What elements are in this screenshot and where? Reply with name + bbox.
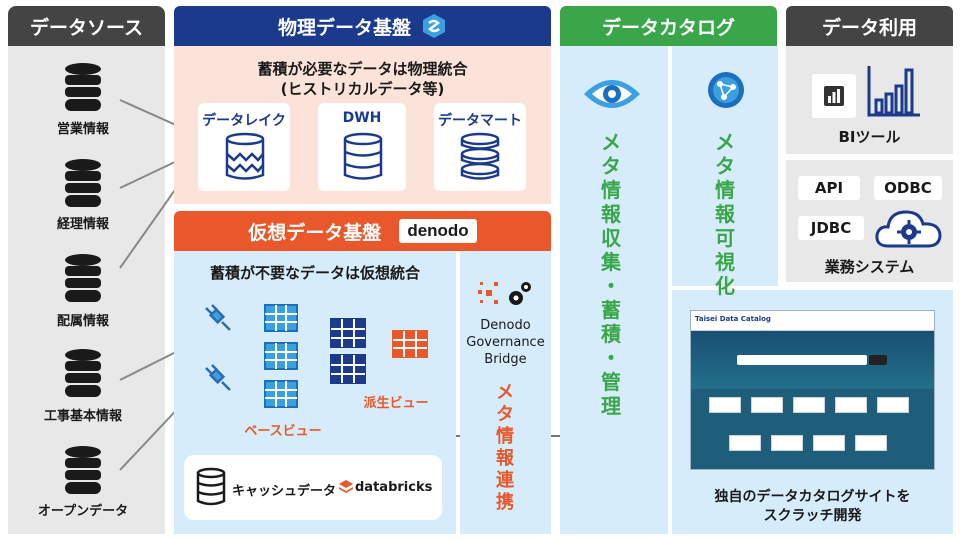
virtual-desc: 蓄積が不要なデータは仮想統合: [209, 264, 420, 282]
base-view-table-icon: [264, 342, 298, 370]
datamart-label: データマート: [438, 113, 522, 129]
source-label-construction: 工事基本情報: [43, 409, 122, 424]
database-icon: [65, 446, 101, 494]
bridge-panel: [460, 251, 551, 534]
synapse-icon: [423, 14, 445, 38]
catalog-site-screenshot: Taisei Data Catalog: [690, 310, 935, 470]
dwh-box: [318, 103, 406, 191]
site-tile: [771, 435, 803, 451]
catalog-col1: [560, 46, 668, 534]
api-tag: API: [798, 176, 860, 200]
physical-desc-line2: (ヒストリカルデータ等): [280, 80, 445, 98]
plug-icon: [205, 304, 231, 331]
site-search-input: [737, 355, 867, 365]
site-tile: [729, 435, 761, 451]
denodo-governance-icon: [478, 282, 531, 305]
source-label-opendata: オープンデータ: [37, 504, 129, 519]
site-tile: [813, 435, 845, 451]
site-tile: [751, 397, 783, 413]
source-label-accounting: 経理情報: [56, 217, 109, 232]
site-search-button: [869, 355, 887, 365]
database-icon: [65, 349, 101, 397]
database-icon: [65, 63, 101, 111]
bridge-line1: Denodo: [480, 318, 531, 333]
database-icon: [196, 467, 226, 506]
physical-desc-line1: 蓄積が必要なデータは物理統合: [257, 60, 468, 78]
databricks-label: databricks: [355, 480, 433, 495]
site-tile: [855, 435, 887, 451]
source-label-sales: 営業情報: [56, 122, 109, 137]
source-label-assignment: 配属情報: [56, 314, 109, 329]
physical-title: 物理データ基盤: [277, 16, 411, 39]
base-view-label: ベースビュー: [244, 424, 322, 439]
dwh-icon: [343, 132, 383, 180]
catalog-globe-icon: [708, 72, 744, 108]
bridge-line3: Bridge: [484, 352, 527, 367]
meta-collect-vertical-text: メタ情報収集・蓄積・管理: [601, 130, 621, 418]
odbc-tag: ODBC: [874, 176, 942, 200]
site-tile: [835, 397, 867, 413]
usage-header: データ利用: [786, 6, 953, 46]
site-tile: [793, 397, 825, 413]
site-title: Taisei Data Catalog: [695, 315, 771, 323]
cache-box: [184, 455, 442, 520]
catalog-header: データカタログ: [560, 6, 777, 46]
datamart-icon: [460, 132, 500, 180]
site-caption-line1: 独自のデータカタログサイトを: [714, 489, 911, 505]
view-table-icon: [330, 318, 366, 348]
datalake-box: [198, 103, 290, 191]
bridge-line2: Governance: [466, 335, 545, 350]
sources-header: データソース: [8, 6, 165, 46]
base-view-table-icon: [264, 304, 298, 332]
meta-link-vertical-text: メタ情報連携: [496, 382, 514, 513]
purview-eye-icon: [584, 80, 640, 108]
base-view-table-icon: [264, 380, 298, 408]
datamart-box: [434, 103, 526, 191]
derived-view-table-icon: [392, 330, 428, 358]
meta-visualize-vertical-text: メタ情報可視化: [715, 130, 735, 298]
datalake-icon: [225, 132, 265, 180]
databricks-icon: [339, 480, 353, 493]
site-topbar: [691, 311, 934, 331]
denodo-logo: denodo: [399, 219, 477, 243]
virtual-header: 仮想データ基盤 denodo: [174, 211, 551, 251]
physical-header: 物理データ基盤: [174, 6, 551, 46]
jdbc-tag: JDBC: [798, 216, 864, 240]
virtual-title: 仮想データ基盤: [248, 221, 382, 244]
datalake-label: データレイク: [202, 113, 286, 129]
database-icon: [65, 159, 101, 207]
plug-icon: [205, 364, 231, 391]
site-tile: [709, 397, 741, 413]
site-tile: [877, 397, 909, 413]
database-icon: [65, 254, 101, 302]
system-label: 業務システム: [824, 258, 915, 276]
cloud-gear-icon: [875, 210, 942, 248]
derived-view-label: 派生ビュー: [363, 396, 429, 411]
powerbi-icon: [824, 86, 844, 106]
view-table-icon: [330, 354, 366, 384]
bi-label: BIツール: [838, 128, 901, 146]
dwh-label: DWH: [342, 110, 382, 126]
site-caption-line2: スクラッチ開発: [763, 508, 862, 524]
cache-label: キャッシュデータ: [232, 484, 337, 499]
bar-chart-icon: [867, 66, 920, 117]
